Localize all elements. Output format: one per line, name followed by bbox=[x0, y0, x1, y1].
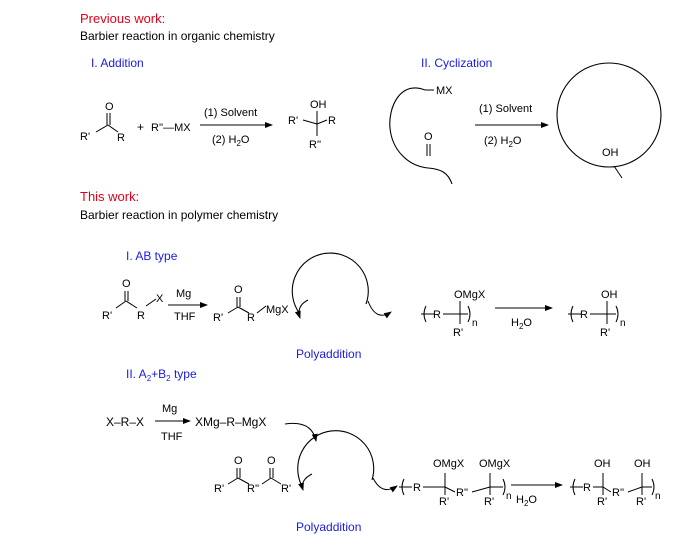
previous-work-subtitle: Barbier reaction in organic chemistry bbox=[80, 29, 275, 43]
addition-condition-1: (1) Solvent bbox=[204, 107, 257, 119]
svg-text:n: n bbox=[620, 318, 626, 329]
svg-text:R': R' bbox=[597, 496, 607, 508]
ab-polyaddition-cycle bbox=[291, 252, 369, 315]
ab-type-label: I. AB type bbox=[126, 249, 178, 263]
product-r-double-prime: R'' bbox=[309, 139, 321, 151]
ab-grignard-monomer: O R' R MgX bbox=[213, 284, 289, 324]
diketone-structure: O O R' R'' R' bbox=[214, 455, 291, 495]
svg-text:R': R' bbox=[214, 483, 224, 495]
svg-text:OMgX: OMgX bbox=[454, 289, 486, 301]
svg-text:R: R bbox=[583, 482, 591, 494]
svg-text:MgX: MgX bbox=[266, 304, 289, 316]
addition-label: I. Addition bbox=[91, 56, 144, 70]
chain-carbonyl-o: O bbox=[424, 131, 433, 143]
a2b2-type-scheme: II. A2+B2 type X–R–X Mg THF XMg–R–MgX O … bbox=[106, 367, 661, 534]
svg-text:OH: OH bbox=[594, 458, 611, 470]
ketone-oxygen: O bbox=[105, 101, 114, 113]
plus-sign: + bbox=[137, 120, 144, 134]
ketone-r: R bbox=[117, 132, 125, 144]
ketone-structure: O R' R bbox=[80, 101, 125, 144]
ab-monomer: O R' R X bbox=[102, 278, 164, 322]
a2b2-thf-label: THF bbox=[161, 431, 183, 443]
product-r-prime: R' bbox=[288, 115, 298, 127]
product-r: R bbox=[328, 115, 336, 127]
svg-text:R'': R'' bbox=[247, 483, 259, 495]
di-grignard: XMg–R–MgX bbox=[195, 415, 266, 429]
open-chain bbox=[389, 87, 453, 185]
addition-condition-2: (2) H2O bbox=[212, 134, 250, 148]
this-work-subtitle: Barbier reaction in polymer chemistry bbox=[80, 208, 278, 222]
addition-scheme: I. Addition O R' R + R''—MX (1) Solvent … bbox=[80, 56, 336, 151]
svg-text:X: X bbox=[156, 293, 164, 305]
dihalide: X–R–X bbox=[106, 415, 144, 429]
a2b2-final-polymer: R OH R' R'' OH R' n bbox=[570, 458, 661, 508]
svg-text:OMgX: OMgX bbox=[479, 458, 511, 470]
svg-text:R'': R'' bbox=[612, 487, 624, 499]
cyclization-condition-2: (2) H2O bbox=[484, 135, 522, 149]
svg-text:R': R' bbox=[102, 310, 112, 322]
a2b2-type-label: II. A2+B2 type bbox=[126, 367, 197, 383]
svg-text:R': R' bbox=[281, 483, 291, 495]
svg-text:OH: OH bbox=[601, 289, 618, 301]
cyclization-label: II. Cyclization bbox=[421, 56, 492, 70]
svg-text:R': R' bbox=[600, 327, 610, 339]
a2b2-h2o-label: H2O bbox=[516, 494, 537, 508]
ab-polyaddition-label: Polyaddition bbox=[296, 347, 361, 361]
svg-text:O: O bbox=[234, 455, 243, 467]
svg-text:R: R bbox=[580, 309, 588, 321]
svg-text:R: R bbox=[433, 309, 441, 321]
svg-text:n: n bbox=[506, 491, 512, 502]
ab-mg-label: Mg bbox=[176, 288, 191, 300]
svg-text:R: R bbox=[413, 482, 421, 494]
a2b2-polyaddition-cycle bbox=[297, 430, 375, 489]
ab-type-scheme: I. AB type O R' R X Mg THF O R' R MgX bbox=[102, 249, 626, 361]
svg-text:O: O bbox=[122, 278, 131, 290]
ring-oh: OH bbox=[602, 147, 619, 159]
previous-work-heading: Previous work: bbox=[80, 11, 165, 26]
ab-h2o-label: H2O bbox=[511, 317, 532, 331]
a2b2-polyaddition-label: Polyaddition bbox=[296, 520, 361, 534]
grignard-reagent: R''—MX bbox=[151, 122, 191, 134]
ab-magnesium-alkoxide-polymer: R OMgX R' n bbox=[421, 289, 486, 339]
svg-text:R': R' bbox=[213, 312, 223, 324]
a2b2-mg-label: Mg bbox=[162, 403, 177, 415]
svg-text:O: O bbox=[267, 455, 276, 467]
ab-thf-label: THF bbox=[174, 311, 196, 323]
product-oh: OH bbox=[310, 99, 327, 111]
svg-text:R': R' bbox=[484, 496, 494, 508]
svg-text:R': R' bbox=[439, 496, 449, 508]
cyclic-product-ring bbox=[556, 62, 662, 168]
svg-text:R: R bbox=[137, 310, 145, 322]
ketone-r-prime: R' bbox=[80, 131, 90, 143]
svg-text:OMgX: OMgX bbox=[433, 458, 465, 470]
a2b2-magnesium-alkoxide-polymer: R OMgX R' R'' OMgX R' n bbox=[399, 458, 512, 508]
cyclization-scheme: II. Cyclization MX O (1) Solvent (2) H2O… bbox=[389, 56, 662, 185]
svg-text:R': R' bbox=[453, 327, 463, 339]
svg-text:R'': R'' bbox=[456, 487, 468, 499]
svg-text:R': R' bbox=[636, 496, 646, 508]
alcohol-product: OH R' R R'' bbox=[288, 99, 336, 151]
svg-text:n: n bbox=[472, 318, 478, 329]
cyclization-condition-1: (1) Solvent bbox=[479, 103, 532, 115]
ab-final-polymer: R OH R' n bbox=[568, 289, 626, 339]
svg-text:O: O bbox=[234, 284, 243, 296]
svg-text:R: R bbox=[247, 312, 255, 324]
svg-text:OH: OH bbox=[634, 458, 651, 470]
this-work-heading: This work: bbox=[80, 189, 139, 204]
svg-text:n: n bbox=[655, 491, 661, 502]
chain-mx: MX bbox=[436, 85, 453, 97]
